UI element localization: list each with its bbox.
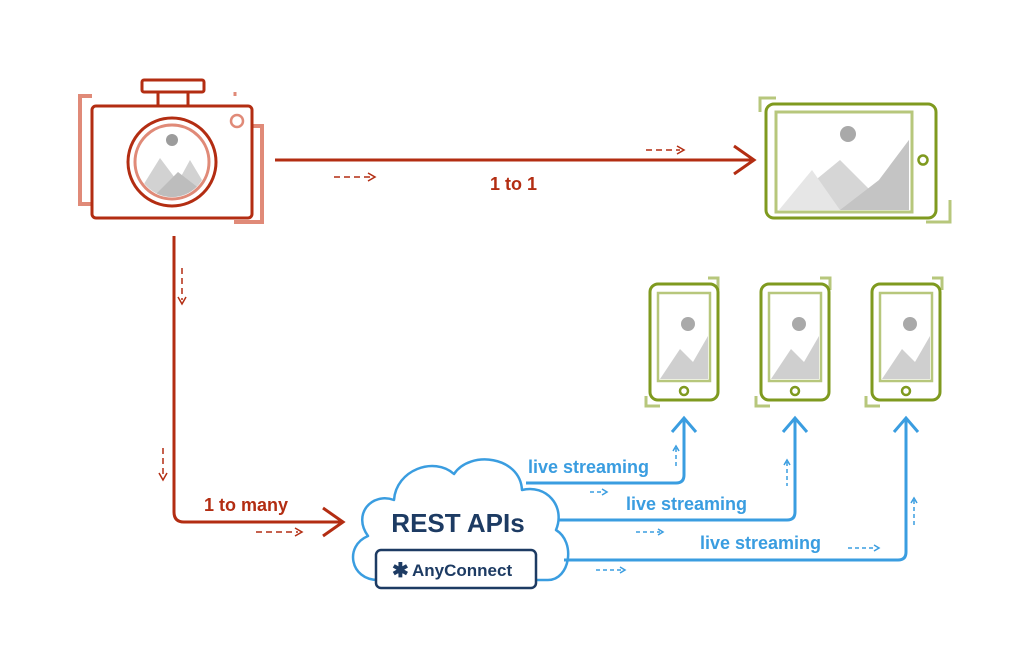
live-streaming-label-1: live streaming	[528, 457, 649, 477]
one-to-one-arrow	[275, 144, 757, 182]
stream-arrow-3	[564, 415, 920, 574]
live-streaming-label-2: live streaming	[626, 494, 747, 514]
anyconnect-star-icon: ✱	[392, 560, 409, 582]
phone-icon	[644, 276, 720, 408]
stream-arrow-1	[526, 415, 698, 496]
phone-icon	[754, 276, 832, 408]
one-to-one-label: 1 to 1	[490, 174, 537, 194]
cloud-title: REST APIs	[391, 508, 524, 538]
camera-icon	[78, 78, 264, 224]
live-streaming-label-3: live streaming	[700, 533, 821, 553]
anyconnect-badge	[374, 548, 538, 590]
stream-arrow-2	[558, 415, 809, 536]
one-to-many-arrow	[158, 236, 346, 538]
one-to-many-label: 1 to many	[204, 495, 288, 515]
tablet-icon	[758, 96, 952, 224]
phone-icon	[864, 276, 944, 408]
anyconnect-label: AnyConnect	[412, 561, 512, 580]
